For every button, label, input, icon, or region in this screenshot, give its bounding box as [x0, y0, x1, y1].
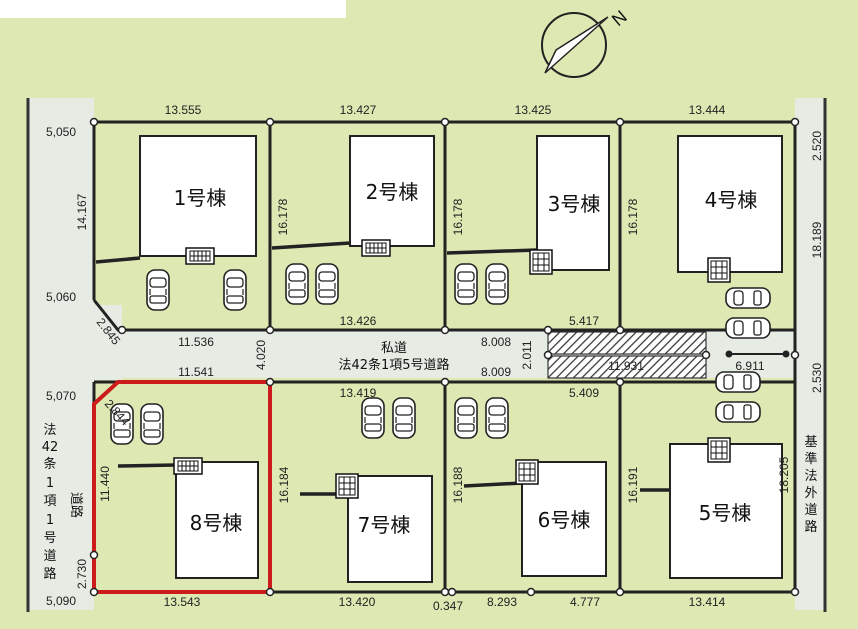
building-8: [175, 461, 259, 579]
lot-8-highlight: [92, 380, 272, 594]
svg-text:基: 基: [804, 435, 817, 450]
dim-v-2: 16.178: [276, 198, 290, 235]
dim-r-mid: 2.530: [810, 363, 824, 393]
building-3: [536, 135, 610, 271]
hatched-area: [547, 331, 707, 355]
right-road-label: 基 準 法 外 道 路: [804, 435, 817, 535]
dim-left-d: 5,090: [46, 594, 76, 608]
building-5: [669, 443, 783, 579]
dim-mid-b: 11.541: [178, 365, 214, 379]
left-road-side-label: 道路: [68, 492, 84, 518]
dim-top-3: 13.425: [515, 103, 552, 117]
dim-mid-e: 8.009: [481, 365, 511, 379]
svg-text:法: 法: [43, 423, 56, 438]
dim-v-7: 16.184: [277, 466, 291, 503]
dim-bot-3: 0.347: [433, 599, 463, 613]
dim-v-8: 11.440: [98, 466, 112, 502]
svg-text:項: 項: [43, 494, 56, 509]
building-5-label: 5号棟: [699, 501, 752, 525]
dim-left-a: 5,050: [46, 125, 76, 139]
building-1-label: 1号棟: [174, 186, 227, 210]
dim-road-w: 4.020: [254, 340, 268, 370]
building-2-label: 2号棟: [366, 180, 419, 204]
dim-mid-f: 5.417: [569, 314, 599, 328]
svg-text:法: 法: [804, 469, 817, 484]
dim-top-4: 13.444: [689, 103, 726, 117]
dim-v-5: 16.191: [626, 466, 640, 503]
dim-mid-c: 13.426: [340, 314, 377, 328]
dim-mid-h: 11.931: [608, 359, 644, 373]
dim-left-b: 5,060: [46, 290, 76, 304]
building-4-label: 4号棟: [705, 188, 758, 212]
svg-text:道: 道: [43, 549, 56, 564]
dim-mid-i: 6.911: [735, 359, 764, 373]
building-1: [139, 135, 257, 257]
dim-bot-6: 13.414: [689, 595, 726, 609]
dim-v-1: 14.167: [75, 193, 89, 230]
svg-text:42: 42: [42, 440, 59, 455]
dim-bot-2: 13.420: [339, 595, 376, 609]
dim-bot-5: 4.777: [570, 595, 600, 609]
north-arrow-icon: N: [541, 6, 631, 78]
dim-r-top: 2.520: [810, 131, 824, 161]
dim-v-8b: 2.730: [75, 559, 89, 589]
dim-mid-d: 8.008: [481, 335, 511, 349]
dim-v-5r: 18.205: [777, 456, 791, 493]
svg-text:路: 路: [804, 519, 817, 535]
dim-road-w2: 2.011: [520, 340, 534, 369]
svg-text:道: 道: [804, 503, 817, 518]
dim-bot-1: 13.543: [164, 595, 201, 609]
dim-v-6: 16.188: [451, 466, 465, 503]
left-road: [28, 98, 94, 610]
north-label: N: [608, 6, 631, 30]
dim-mid-j: 13.419: [340, 386, 377, 400]
dim-left-c: 5,070: [46, 389, 76, 403]
svg-text:外: 外: [804, 486, 817, 501]
dim-v-4: 16.178: [626, 198, 640, 235]
private-road-title: 私道: [381, 341, 407, 356]
dim-top-2: 13.427: [340, 103, 377, 117]
building-8-label: 8号棟: [190, 511, 243, 535]
left-road-label: 法 42 条 1 項 1 号 道 路: [42, 423, 59, 582]
building-7: [347, 475, 433, 583]
dim-mid-g: 5.409: [569, 386, 599, 400]
dim-v-3: 16.178: [451, 198, 465, 235]
svg-text:1: 1: [46, 476, 54, 491]
svg-text:路: 路: [43, 566, 56, 582]
svg-text:条: 条: [43, 456, 56, 472]
dim-v-4r: 18.189: [810, 221, 824, 258]
svg-text:1: 1: [46, 513, 54, 528]
building-6-label: 6号棟: [538, 508, 591, 532]
building-7-label: 7号棟: [358, 513, 411, 537]
right-road: [795, 98, 825, 610]
legend-box: [0, 0, 346, 18]
dim-mid-a: 11.536: [178, 335, 214, 349]
dim-top-1: 13.555: [165, 103, 202, 117]
private-road-sub: 法42条1項5号道路: [338, 357, 449, 373]
svg-text:号: 号: [43, 531, 56, 546]
building-2: [349, 135, 435, 247]
dim-bot-4: 8.293: [487, 595, 517, 609]
building-3-label: 3号棟: [548, 192, 601, 216]
svg-text:準: 準: [804, 451, 817, 467]
